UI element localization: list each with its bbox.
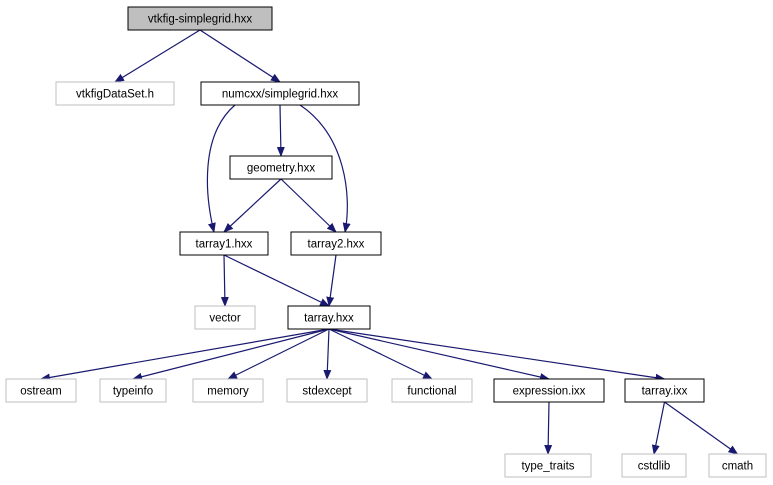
node-vector-label: vector bbox=[209, 313, 240, 325]
node-tarrayixx[interactable]: tarray.ixx bbox=[624, 378, 705, 403]
edge-tarray-to-memory bbox=[227, 328, 330, 380]
node-ostream-label: ostream bbox=[20, 386, 62, 398]
edge-geometry-to-tarray2 bbox=[280, 178, 337, 233]
node-tarray1-box bbox=[179, 231, 269, 256]
node-tarray2-box bbox=[290, 231, 382, 256]
node-typeinfo: typeinfo bbox=[99, 378, 167, 403]
edge-tarrayixx-to-cstdlib bbox=[651, 401, 666, 455]
edge-root-to-dataset bbox=[114, 29, 201, 83]
edge-geometry-to-tarray1 bbox=[223, 178, 282, 233]
node-type_traits-box bbox=[504, 453, 592, 478]
node-tarrayixx-box bbox=[624, 378, 705, 403]
edge-tarrayixx-to-cmath bbox=[664, 401, 739, 455]
node-root-label: vtkfig-simplegrid.hxx bbox=[148, 14, 252, 26]
node-cmath: cmath bbox=[708, 453, 767, 478]
nodes-layer: vtkfig-simplegrid.hxx vtkfigDataSet.h numc… bbox=[5, 6, 767, 478]
node-cstdlib-box bbox=[621, 453, 687, 478]
node-memory: memory bbox=[192, 378, 264, 403]
node-dataset: vtkfigDataSet.h bbox=[55, 81, 175, 106]
node-root-box bbox=[127, 6, 273, 31]
node-geometry[interactable]: geometry.hxx bbox=[229, 155, 333, 180]
edge-tarray1-to-vector bbox=[220, 254, 229, 307]
edge-tarray-to-tarrayixx bbox=[328, 328, 666, 382]
node-typeinfo-label: typeinfo bbox=[113, 386, 153, 398]
node-type_traits-label: type_traits bbox=[521, 461, 574, 473]
node-ostream: ostream bbox=[5, 378, 77, 403]
edge-tarray-to-typeinfo bbox=[132, 328, 330, 381]
node-functional: functional bbox=[391, 378, 473, 403]
node-tarray-label: tarray.hxx bbox=[304, 313, 354, 325]
edge-tarray-to-expression bbox=[328, 328, 550, 381]
edge-tarray2-to-tarray bbox=[326, 254, 337, 307]
node-expression[interactable]: expression.ixx bbox=[493, 378, 605, 403]
edge-simplegrid-to-tarray2 bbox=[299, 104, 351, 233]
node-functional-box bbox=[391, 378, 473, 403]
node-root[interactable]: vtkfig-simplegrid.hxx bbox=[127, 6, 273, 31]
node-vector: vector bbox=[194, 305, 256, 330]
node-expression-box bbox=[493, 378, 605, 403]
edge-tarray-to-stdexcept bbox=[323, 328, 332, 380]
node-memory-label: memory bbox=[207, 386, 249, 398]
edge-tarray-to-functional bbox=[328, 328, 433, 380]
node-cstdlib-label: cstdlib bbox=[638, 461, 671, 473]
node-tarray-box bbox=[287, 305, 371, 330]
node-tarray1[interactable]: tarray1.hxx bbox=[179, 231, 269, 256]
node-stdexcept-box bbox=[286, 378, 368, 403]
node-memory-box bbox=[192, 378, 264, 403]
edge-expression-to-type_traits bbox=[544, 401, 553, 455]
node-tarray2[interactable]: tarray2.hxx bbox=[290, 231, 382, 256]
node-functional-label: functional bbox=[407, 386, 456, 398]
node-dataset-label: vtkfigDataSet.h bbox=[76, 89, 154, 101]
node-expression-label: expression.ixx bbox=[513, 386, 586, 398]
edges-layer bbox=[40, 29, 739, 455]
node-dataset-box bbox=[55, 81, 175, 106]
node-stdexcept-label: stdexcept bbox=[302, 386, 352, 398]
edge-tarray-to-ostream bbox=[40, 328, 330, 382]
node-simplegrid-box bbox=[200, 81, 360, 106]
edge-root-to-simplegrid bbox=[199, 29, 281, 83]
edge-simplegrid-to-tarray1 bbox=[206, 104, 236, 233]
node-tarray2-label: tarray2.hxx bbox=[308, 239, 365, 251]
node-tarrayixx-label: tarray.ixx bbox=[642, 386, 688, 398]
node-simplegrid[interactable]: numcxx/simplegrid.hxx bbox=[200, 81, 360, 106]
node-type_traits: type_traits bbox=[504, 453, 592, 478]
node-cstdlib: cstdlib bbox=[621, 453, 687, 478]
node-tarray1-label: tarray1.hxx bbox=[196, 239, 253, 251]
node-vector-box bbox=[194, 305, 256, 330]
node-ostream-box bbox=[5, 378, 77, 403]
edge-simplegrid-to-geometry bbox=[276, 104, 285, 157]
node-typeinfo-box bbox=[99, 378, 167, 403]
edge-tarray1-to-tarray bbox=[223, 254, 330, 307]
node-simplegrid-label: numcxx/simplegrid.hxx bbox=[222, 89, 339, 101]
node-geometry-box bbox=[229, 155, 333, 180]
node-cmath-label: cmath bbox=[722, 461, 753, 473]
node-cmath-box bbox=[708, 453, 767, 478]
node-geometry-label: geometry.hxx bbox=[247, 163, 315, 175]
node-tarray[interactable]: tarray.hxx bbox=[287, 305, 371, 330]
node-stdexcept: stdexcept bbox=[286, 378, 368, 403]
